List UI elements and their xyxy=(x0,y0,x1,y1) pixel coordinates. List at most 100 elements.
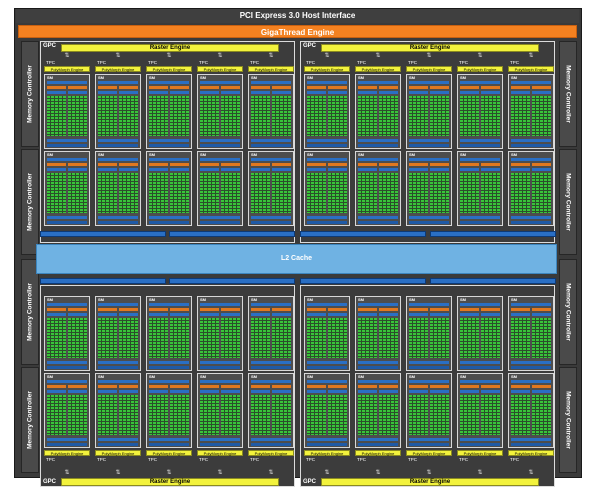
cuda-core-block xyxy=(379,173,398,213)
polymorph-engine: PolyMorph Engine xyxy=(95,450,141,456)
cuda-core-block xyxy=(272,318,291,358)
shared-memory-bar xyxy=(409,216,449,219)
register-file xyxy=(511,91,530,94)
dispatch-unit xyxy=(47,163,66,166)
cuda-core-block xyxy=(328,173,347,213)
register-file xyxy=(98,390,117,393)
shared-memory-bar xyxy=(307,438,347,441)
register-file xyxy=(532,168,551,171)
texture-unit-bar xyxy=(47,144,87,147)
warp-scheduler-bar xyxy=(358,303,398,306)
streaming-multiprocessor: SM xyxy=(355,74,401,149)
streaming-multiprocessor: SM xyxy=(457,296,503,371)
register-file xyxy=(307,313,326,316)
register-file xyxy=(511,313,530,316)
cuda-core-block xyxy=(170,318,189,358)
tpc-label: TPC xyxy=(459,457,468,462)
texture-unit-bar xyxy=(200,221,240,224)
dispatch-unit xyxy=(98,86,117,89)
shared-memory-bar xyxy=(149,361,189,364)
sm-label: SM xyxy=(200,75,206,80)
register-file xyxy=(170,168,189,171)
shared-memory-bar xyxy=(98,361,138,364)
dispatch-unit xyxy=(379,86,398,89)
texture-unit-bar xyxy=(200,443,240,446)
streaming-multiprocessor: SM xyxy=(248,74,294,149)
cuda-core-block xyxy=(47,173,66,213)
sm-label: SM xyxy=(460,374,466,379)
dispatch-unit xyxy=(409,385,428,388)
pcie-host-interface: PCI Express 3.0 Host Interface xyxy=(16,9,579,23)
cuda-core-block xyxy=(170,173,189,213)
dispatch-unit xyxy=(409,86,428,89)
bidirectional-arrow-icon: ⇅ xyxy=(64,470,70,476)
warp-scheduler-bar xyxy=(460,158,500,161)
register-file xyxy=(68,91,87,94)
dispatch-unit xyxy=(47,385,66,388)
cuda-core-block xyxy=(200,318,219,358)
memory-controller-left-2: Memory Controller xyxy=(21,149,39,255)
register-file xyxy=(47,91,66,94)
tpc-label: TPC xyxy=(459,60,468,65)
sm-label: SM xyxy=(200,374,206,379)
polymorph-engine: PolyMorph Engine xyxy=(248,450,294,456)
streaming-multiprocessor: SM xyxy=(355,151,401,226)
texture-unit-bar xyxy=(200,366,240,369)
warp-scheduler-bar xyxy=(251,380,291,383)
cuda-core-block xyxy=(221,96,240,136)
shared-memory-bar xyxy=(511,438,551,441)
cuda-core-block xyxy=(307,395,326,435)
dispatch-unit xyxy=(358,163,377,166)
register-file xyxy=(149,390,168,393)
shared-memory-bar xyxy=(200,361,240,364)
polymorph-engine: PolyMorph Engine xyxy=(197,66,243,72)
cuda-core-block xyxy=(358,395,377,435)
texture-unit-bar xyxy=(251,443,291,446)
texture-unit-bar xyxy=(307,221,347,224)
l2-bus-top-2 xyxy=(169,231,295,237)
sm-label: SM xyxy=(511,297,517,302)
dispatch-unit xyxy=(47,308,66,311)
cuda-core-block xyxy=(532,173,551,213)
sm-label: SM xyxy=(200,297,206,302)
dispatch-unit xyxy=(200,385,219,388)
register-file xyxy=(170,313,189,316)
cuda-core-block xyxy=(379,395,398,435)
register-file xyxy=(511,168,530,171)
cuda-core-block xyxy=(251,395,270,435)
memory-controller-left-4: Memory Controller xyxy=(21,367,39,473)
register-file xyxy=(481,91,500,94)
texture-unit-bar xyxy=(358,144,398,147)
cuda-core-block xyxy=(170,395,189,435)
cuda-core-block xyxy=(532,96,551,136)
sm-label: SM xyxy=(460,297,466,302)
dispatch-unit xyxy=(149,86,168,89)
register-file xyxy=(68,168,87,171)
warp-scheduler-bar xyxy=(511,380,551,383)
cuda-core-block xyxy=(170,96,189,136)
texture-unit-bar xyxy=(98,144,138,147)
dispatch-unit xyxy=(251,385,270,388)
warp-scheduler-bar xyxy=(460,81,500,84)
sm-label: SM xyxy=(409,374,415,379)
shared-memory-bar xyxy=(511,216,551,219)
l2-bus-bottom-4 xyxy=(430,278,556,284)
streaming-multiprocessor: SM xyxy=(95,74,141,149)
sm-label: SM xyxy=(409,152,415,157)
warp-scheduler-bar xyxy=(149,158,189,161)
sm-label: SM xyxy=(98,374,104,379)
cuda-core-block xyxy=(358,173,377,213)
tpc-label: TPC xyxy=(199,60,208,65)
polymorph-engine: PolyMorph Engine xyxy=(355,66,401,72)
dispatch-unit xyxy=(511,385,530,388)
dispatch-unit xyxy=(221,308,240,311)
sm-label: SM xyxy=(251,75,257,80)
register-file xyxy=(409,91,428,94)
dispatch-unit xyxy=(251,163,270,166)
